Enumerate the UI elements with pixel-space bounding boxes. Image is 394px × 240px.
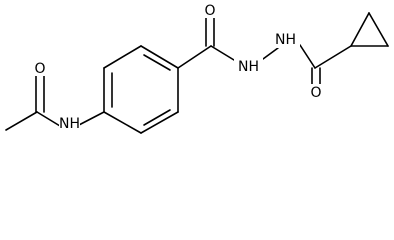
cyclopropyl-oxygen-label: O xyxy=(310,85,321,101)
ring-inner-bond-3 xyxy=(143,109,171,126)
cyclopropane-bond-1 xyxy=(350,12,370,47)
hydrazide-nh-right-bg xyxy=(271,30,300,48)
hydrazide-nh-left-label: NH xyxy=(238,59,259,75)
ring-bond-5 xyxy=(140,111,179,134)
hydrazide-nh-right-label: NH xyxy=(275,32,296,48)
cyclopropane-bond-2 xyxy=(368,12,389,47)
bond-acetyl-c-n xyxy=(36,111,61,127)
ring-bond-6 xyxy=(103,111,142,134)
bond-carbonyl-cyclopropyl xyxy=(314,45,352,69)
molecule-structure-diagram: O NH O NH NH O xyxy=(5,2,389,134)
ring-bond-2 xyxy=(103,45,142,69)
hydrazide-nh-left-bg xyxy=(234,57,263,75)
acetyl-oxygen-bg xyxy=(31,60,49,76)
bond-n-n xyxy=(262,47,279,60)
bond-amide-c-n xyxy=(210,45,235,61)
ring-inner-bond-2 xyxy=(143,54,171,71)
acetyl-oxygen-label: O xyxy=(34,61,45,77)
bond-ring-carbonyl xyxy=(177,45,212,69)
bond-n-carbonyl xyxy=(299,44,316,69)
bond-n-ring xyxy=(76,111,105,127)
acetamide-nh-label: NH xyxy=(59,116,80,132)
bond-layer xyxy=(5,12,389,134)
atom-labels-layer: O NH O NH NH O xyxy=(31,2,325,132)
amide-oxygen-bg xyxy=(201,2,219,18)
ring-bond-3 xyxy=(140,45,179,69)
cyclopropyl-oxygen-bg xyxy=(307,84,325,100)
bond-methyl-carbonyl xyxy=(5,111,38,131)
acetamide-nh-bg xyxy=(59,115,80,132)
amide-oxygen-label: O xyxy=(204,3,215,19)
